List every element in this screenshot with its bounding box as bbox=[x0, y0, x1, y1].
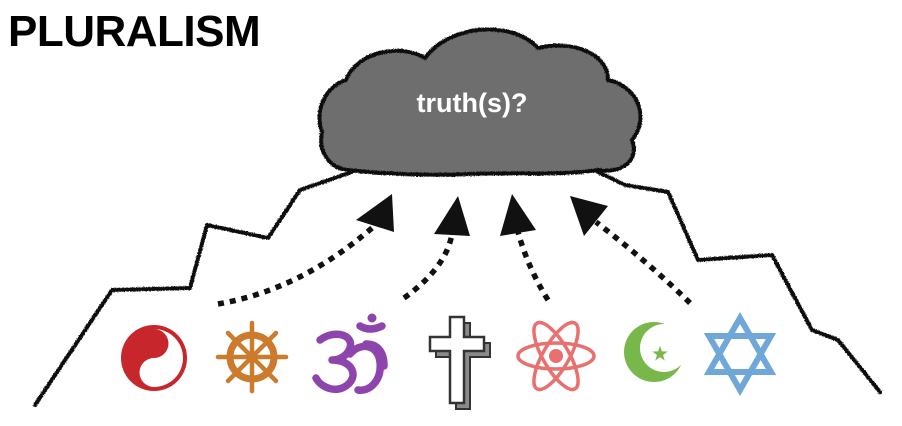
arrowhead-4 bbox=[570, 196, 608, 236]
dotted-arrow-1 bbox=[217, 225, 374, 307]
arrows bbox=[217, 219, 692, 307]
cloud-shape bbox=[317, 27, 643, 177]
page-title: PLURALISM bbox=[8, 7, 261, 56]
atom-icon bbox=[516, 320, 596, 392]
mountain-outline bbox=[33, 170, 882, 407]
dharma-wheel-icon bbox=[215, 320, 289, 394]
dotted-arrow-2 bbox=[402, 233, 455, 301]
arrowhead-1 bbox=[356, 194, 394, 232]
cross-icon bbox=[428, 315, 491, 410]
star-of-david-icon bbox=[703, 311, 777, 397]
arrowhead-2 bbox=[434, 196, 470, 236]
om-icon bbox=[312, 313, 388, 394]
dotted-arrow-3 bbox=[515, 231, 551, 302]
dotted-arrow-4 bbox=[594, 219, 692, 305]
arrowheads bbox=[356, 194, 608, 236]
arrowhead-3 bbox=[500, 194, 536, 236]
star-and-crescent-icon bbox=[624, 322, 688, 382]
yin-yang-icon bbox=[121, 325, 187, 391]
cloud-label: truth(s)? bbox=[417, 88, 528, 118]
